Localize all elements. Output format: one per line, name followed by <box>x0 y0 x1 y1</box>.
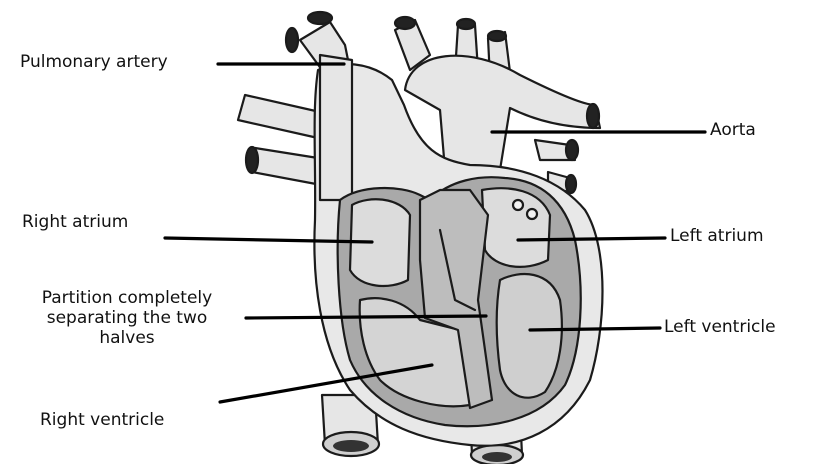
label-left-ventricle: Left ventricle <box>664 317 776 337</box>
label-partition-line-1: Partition completely <box>12 288 242 308</box>
pulm-vein-hole-2 <box>527 209 537 219</box>
pulm-vein-opening-1 <box>566 140 578 160</box>
desc-aorta-lumen <box>482 452 512 462</box>
label-left-atrium: Left atrium <box>670 226 764 246</box>
label-partition: Partition completely separating the two … <box>12 288 242 348</box>
pulmonary-branch-lower <box>252 148 318 184</box>
label-pulmonary-artery: Pulmonary artery <box>20 52 168 72</box>
vessel-opening-3 <box>395 17 415 29</box>
leader-left-atrium <box>518 238 665 240</box>
ivc-lumen <box>333 440 369 452</box>
aorta-opening-right <box>587 104 599 128</box>
left-ventricle-chamber <box>497 274 562 398</box>
leader-partition <box>246 316 486 318</box>
label-aorta: Aorta <box>710 120 756 140</box>
leader-left-ventricle <box>530 328 660 330</box>
vessel-opening-5 <box>488 31 506 41</box>
pulm-vein-hole-1 <box>513 200 523 210</box>
pulmonary-branch-upper <box>238 95 320 138</box>
vessel-opening-2 <box>308 12 332 24</box>
label-right-ventricle: Right ventricle <box>40 410 164 430</box>
pulm-vein-opening-2 <box>566 175 576 193</box>
pulmonary-branch-opening <box>246 147 258 173</box>
vessel-opening-1 <box>286 28 298 52</box>
pulmonary-artery-trunk <box>320 55 352 200</box>
label-partition-line-2: separating the two <box>12 308 242 328</box>
vessel-opening-4 <box>457 19 475 29</box>
label-partition-line-3: halves <box>12 328 242 348</box>
label-right-atrium: Right atrium <box>22 212 128 232</box>
